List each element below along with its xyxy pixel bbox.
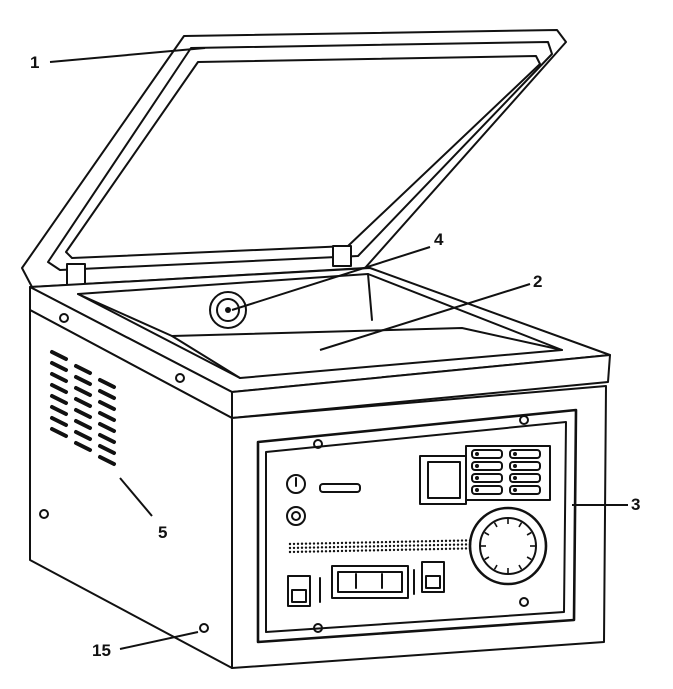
vent-slot: [98, 389, 116, 400]
callout-vent-grille: 5: [158, 523, 167, 542]
fuse-holder[interactable]: [286, 506, 306, 526]
valve: [209, 291, 247, 329]
right-hinge: [332, 245, 352, 267]
vent-slot: [98, 400, 116, 411]
lid: [21, 29, 567, 288]
callout-screw: 15: [92, 641, 111, 660]
dot-strip: [288, 539, 472, 554]
callout-lid: 1: [30, 53, 39, 72]
vent-grille: [50, 350, 116, 466]
left-hinge: [66, 263, 86, 287]
vent-slot: [74, 397, 92, 408]
vent-slot: [74, 364, 92, 375]
program-button[interactable]: [471, 449, 503, 459]
program-buttons: [471, 449, 541, 495]
selector-switch[interactable]: [331, 565, 409, 599]
callout-valve: 4: [434, 230, 444, 249]
vent-slot: [50, 394, 68, 405]
vent-slot: [98, 433, 116, 444]
vent-slot: [74, 441, 92, 452]
callout-chamber: 2: [533, 272, 542, 291]
display-screen: [427, 461, 461, 499]
program-button[interactable]: [471, 485, 503, 495]
vent-slot: [50, 383, 68, 394]
program-button[interactable]: [509, 473, 541, 483]
power-icon[interactable]: [286, 474, 306, 494]
control-dial[interactable]: [468, 506, 548, 586]
vent-slot: [98, 422, 116, 433]
vent-slot: [74, 386, 92, 397]
program-button[interactable]: [471, 473, 503, 483]
vent-slot: [50, 361, 68, 372]
vent-slot: [50, 405, 68, 416]
vent-slot: [50, 372, 68, 383]
left-switch[interactable]: [287, 575, 311, 607]
vent-slot: [50, 350, 68, 361]
vent-slot: [98, 455, 116, 466]
vent-slot: [74, 375, 92, 386]
program-button[interactable]: [471, 461, 503, 471]
vent-slot: [50, 416, 68, 427]
vent-slot: [74, 408, 92, 419]
vent-slot: [98, 378, 116, 389]
button-block: [465, 445, 551, 501]
leader-lines: [49, 47, 628, 650]
vent-slot: [74, 430, 92, 441]
indicator-slot: [319, 483, 361, 493]
vent-slot: [74, 419, 92, 430]
callout-labels: 1 2 3 4 5 15: [30, 53, 640, 660]
program-button[interactable]: [509, 485, 541, 495]
program-button[interactable]: [509, 461, 541, 471]
machine-body: [29, 267, 611, 669]
vent-slot: [50, 427, 68, 438]
screws: [39, 313, 529, 633]
vent-slot: [98, 444, 116, 455]
control-panel: [256, 408, 578, 644]
vent-slot: [98, 411, 116, 422]
right-switch[interactable]: [421, 561, 445, 593]
callout-control-panel: 3: [631, 495, 640, 514]
program-button[interactable]: [509, 449, 541, 459]
chamber: [77, 273, 563, 379]
